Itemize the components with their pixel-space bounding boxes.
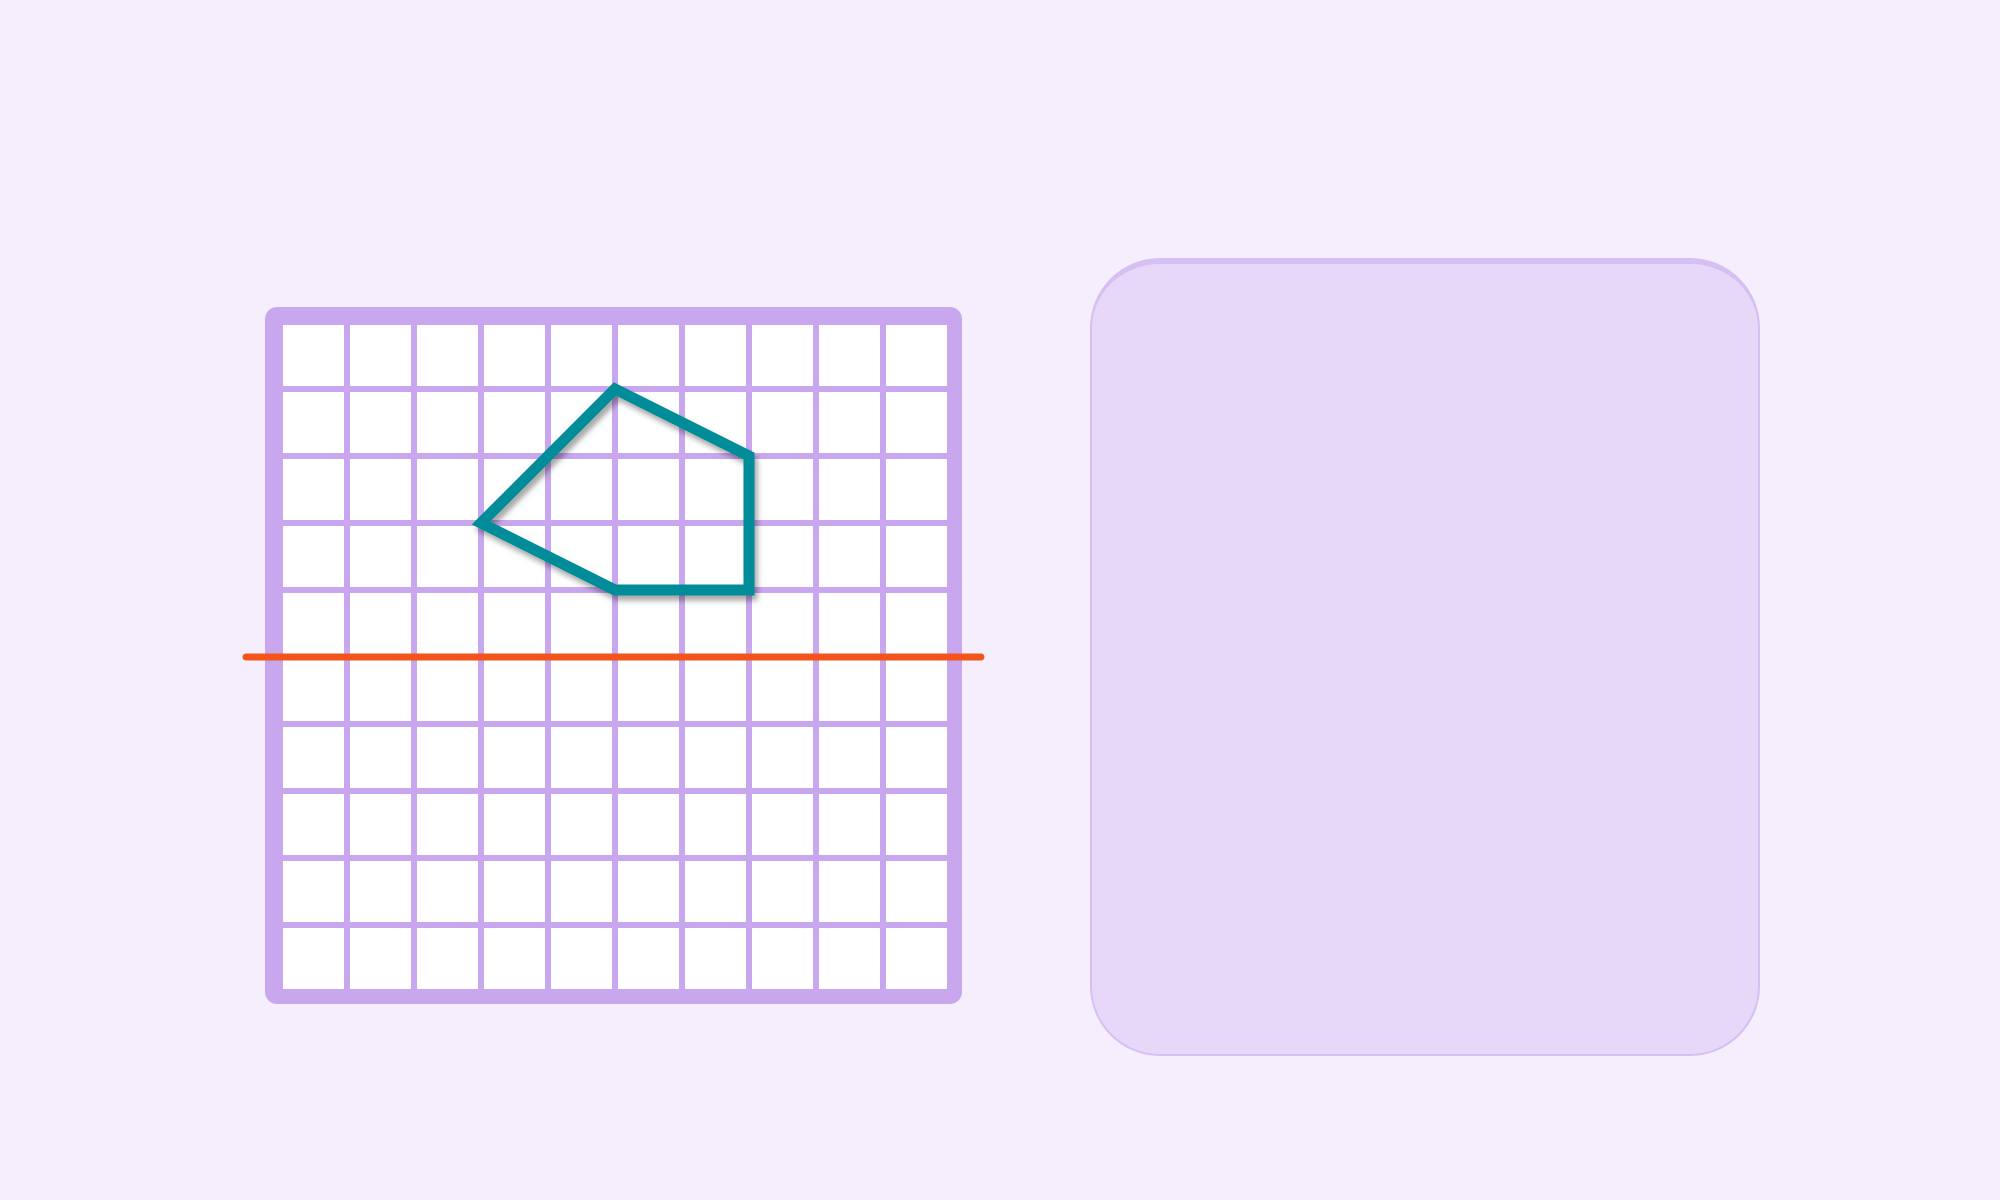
grid-cell xyxy=(886,660,947,721)
grid-cell xyxy=(618,325,679,386)
grid-cell xyxy=(417,794,478,855)
grid-cell xyxy=(283,325,344,386)
grid-cell xyxy=(685,526,746,587)
grid-cell xyxy=(685,459,746,520)
grid-cell xyxy=(417,660,478,721)
pentagon-shape xyxy=(471,382,755,596)
grid-cell xyxy=(417,593,478,654)
grid-cell xyxy=(551,325,612,386)
grid-cell xyxy=(551,928,612,989)
answer-drawing-panel[interactable] xyxy=(1090,258,1760,1056)
grid-cell xyxy=(819,794,880,855)
grid-cell xyxy=(752,325,813,386)
grid-cell xyxy=(752,794,813,855)
grid-cell xyxy=(417,928,478,989)
grid-cell xyxy=(752,727,813,788)
grid-cell xyxy=(752,660,813,721)
grid-cell xyxy=(350,794,411,855)
grid-cell xyxy=(685,325,746,386)
grid-cell xyxy=(886,794,947,855)
grid-cell xyxy=(886,526,947,587)
grid-cell xyxy=(484,794,545,855)
grid-cell xyxy=(752,526,813,587)
grid-cell xyxy=(886,593,947,654)
grid-cell xyxy=(886,325,947,386)
grid-cell xyxy=(283,794,344,855)
grid-cell xyxy=(819,392,880,453)
grid-cell xyxy=(350,727,411,788)
grid-cells xyxy=(283,325,947,989)
grid-cell xyxy=(551,861,612,922)
grid-cell xyxy=(618,928,679,989)
grid-cell xyxy=(283,593,344,654)
grid-cell xyxy=(819,660,880,721)
grid-cell xyxy=(886,392,947,453)
grid-cell xyxy=(283,928,344,989)
grid-cell xyxy=(417,392,478,453)
grid-cell xyxy=(886,727,947,788)
grid-cell xyxy=(551,794,612,855)
grid-cell xyxy=(350,459,411,520)
grid-cell xyxy=(618,794,679,855)
grid-cell xyxy=(350,928,411,989)
grid-cell xyxy=(685,727,746,788)
grid-cell xyxy=(685,794,746,855)
grid-cell xyxy=(484,392,545,453)
grid-cell xyxy=(417,459,478,520)
grid-cell xyxy=(350,526,411,587)
grid-cell xyxy=(283,392,344,453)
grid-cell xyxy=(417,325,478,386)
grid-cell xyxy=(484,660,545,721)
grid-cell xyxy=(819,727,880,788)
grid-cell xyxy=(551,660,612,721)
grid-cell xyxy=(283,727,344,788)
grid-cell xyxy=(752,593,813,654)
grid-cell xyxy=(886,928,947,989)
grid-cell xyxy=(350,392,411,453)
grid-cell xyxy=(283,861,344,922)
grid-cell xyxy=(350,593,411,654)
grid-cell xyxy=(752,928,813,989)
grid-cell xyxy=(819,325,880,386)
grid-cell xyxy=(484,727,545,788)
grid-cell xyxy=(283,660,344,721)
grid-cell xyxy=(752,861,813,922)
grid-cell xyxy=(618,526,679,587)
grid-cell xyxy=(484,861,545,922)
grid-cell xyxy=(417,861,478,922)
grid-cell xyxy=(484,325,545,386)
grid-cell xyxy=(551,459,612,520)
grid-cell xyxy=(618,459,679,520)
grid-cell xyxy=(618,660,679,721)
grid-cell xyxy=(752,459,813,520)
grid-cell xyxy=(551,727,612,788)
grid-cell xyxy=(685,660,746,721)
grid-cell xyxy=(350,861,411,922)
grid-cell xyxy=(417,526,478,587)
grid-cell xyxy=(819,928,880,989)
grid-cell xyxy=(685,928,746,989)
grid-cell xyxy=(886,459,947,520)
grid-cell xyxy=(417,727,478,788)
grid-cell xyxy=(819,526,880,587)
grid-cell xyxy=(618,861,679,922)
grid-cell xyxy=(551,593,612,654)
grid-cell xyxy=(484,593,545,654)
grid-cell xyxy=(618,593,679,654)
grid-cell xyxy=(819,861,880,922)
grid-cell xyxy=(350,660,411,721)
grid-cell xyxy=(283,526,344,587)
grid-cell xyxy=(283,459,344,520)
grid-cell xyxy=(886,861,947,922)
grid-cell xyxy=(484,928,545,989)
grid-cell xyxy=(819,593,880,654)
grid-cell xyxy=(685,593,746,654)
grid-cell xyxy=(618,727,679,788)
grid-cell xyxy=(819,459,880,520)
grid-cell xyxy=(350,325,411,386)
grid-cell xyxy=(752,392,813,453)
grid-cell xyxy=(685,861,746,922)
